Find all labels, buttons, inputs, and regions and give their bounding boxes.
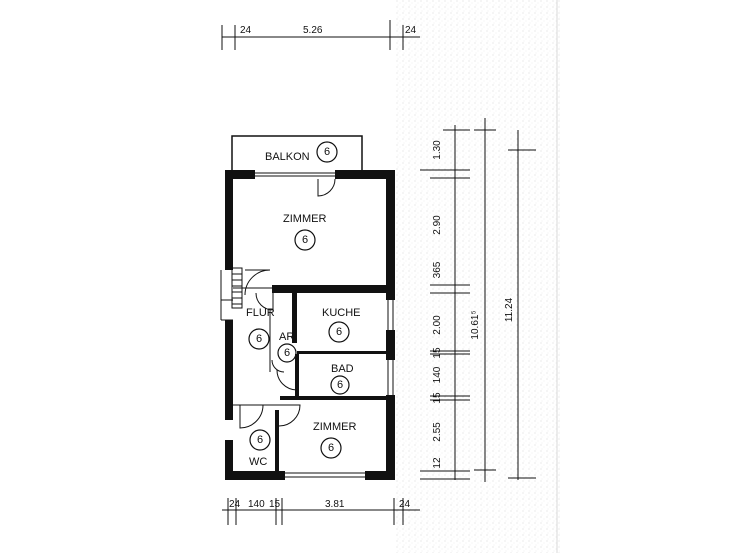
top-dim-right: 24 (405, 25, 417, 36)
right-dim-total-outer: 11.24 (504, 297, 515, 322)
right-dim-8: 12 (432, 457, 443, 469)
entry-door (220, 270, 233, 321)
svg-text:6: 6 (257, 434, 263, 446)
top-dim-left: 24 (240, 25, 252, 36)
bottom-dim-right: 24 (399, 499, 411, 510)
wc-badge: 6 (249, 429, 271, 451)
flur-label: FLUR (246, 307, 275, 319)
balkon-label: BALKON (265, 151, 310, 163)
interior-thin-lines (233, 287, 280, 406)
right-dim-7: 2.55 (432, 422, 443, 442)
right-dim-4: 15 (432, 347, 443, 359)
ar-label: AR (279, 331, 294, 343)
zimmer-top-badge: 6 (294, 229, 316, 251)
balcony (231, 135, 363, 172)
svg-text:6: 6 (328, 442, 334, 454)
bad-badge: 6 (330, 375, 350, 395)
scan-noise (395, 0, 560, 553)
bottom-dim-left: 24 (229, 499, 241, 510)
top-dim-middle: 5.26 (303, 25, 323, 36)
kuche-badge: 6 (328, 321, 350, 343)
bottom-dimension (222, 498, 420, 525)
right-dimension-labels: 1.30 2.90 365 2.00 15 140 15 2.55 12 10.… (432, 140, 515, 469)
right-dim-5: 140 (432, 366, 443, 383)
svg-text:6: 6 (302, 234, 308, 246)
stairs (231, 267, 243, 309)
right-dim-total-inner: 10.61⁵ (470, 310, 481, 339)
bottom-dim-b: 15 (269, 499, 281, 510)
top-dimension (221, 20, 420, 50)
svg-text:6: 6 (337, 379, 343, 391)
zimmer-bottom-badge: 6 (320, 437, 342, 459)
zimmer-top-label: ZIMMER (283, 213, 326, 225)
zimmer-bottom-label: ZIMMER (313, 421, 356, 433)
wc-label: WC (249, 456, 267, 468)
kuche-label: KUCHE (322, 307, 361, 319)
svg-text:6: 6 (256, 333, 262, 345)
ar-badge: 6 (277, 343, 297, 363)
right-dim-1: 2.90 (432, 215, 443, 235)
door-swings (239, 178, 336, 429)
right-dim-6: 15 (432, 392, 443, 404)
right-dim-2: 365 (432, 261, 443, 278)
svg-text:6: 6 (284, 347, 290, 359)
svg-text:6: 6 (336, 326, 342, 338)
right-dimension-outer (474, 118, 536, 482)
right-dimension-inner (420, 125, 470, 480)
balkon-badge: 6 (316, 141, 338, 163)
bottom-dim-a: 140 (248, 499, 265, 510)
svg-text:6: 6 (324, 146, 330, 158)
flur-badge: 6 (248, 328, 270, 350)
outer-walls (225, 170, 395, 480)
right-windows (387, 300, 394, 395)
right-dim-3: 2.00 (432, 315, 443, 335)
bottom-dim-middle: 3.81 (325, 499, 345, 510)
bad-label: BAD (331, 363, 354, 375)
right-dim-0: 1.30 (432, 140, 443, 160)
